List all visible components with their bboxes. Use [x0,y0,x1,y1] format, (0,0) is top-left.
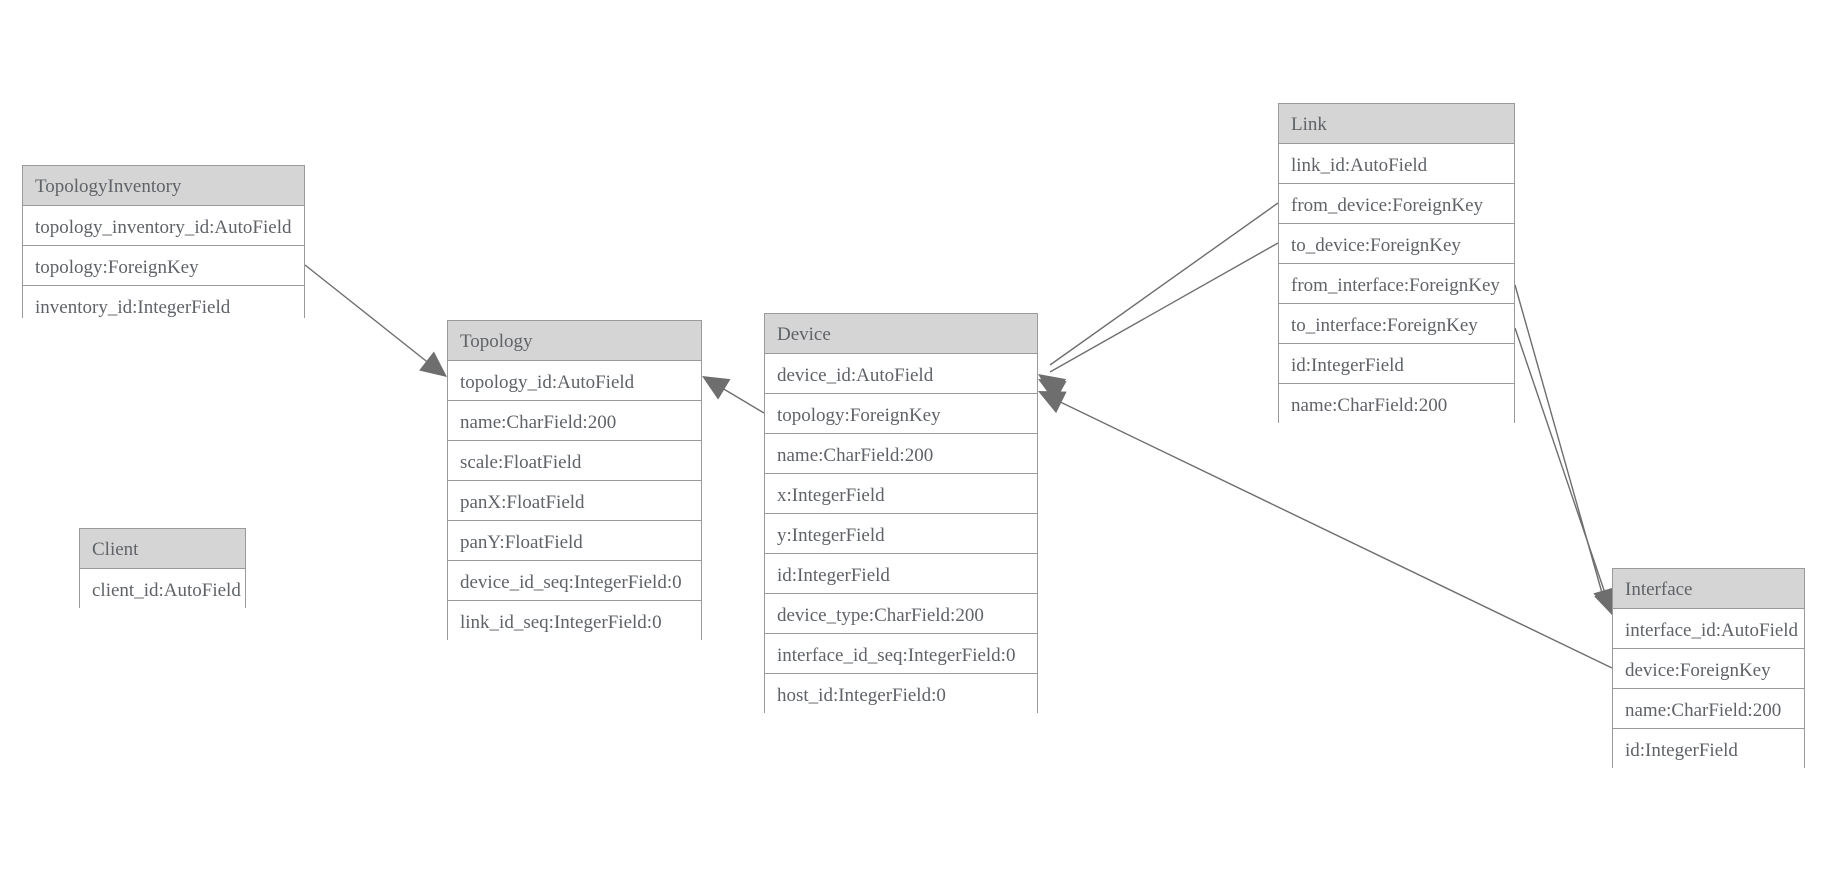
field-row[interactable]: x:IntegerField [765,474,1037,514]
field-row[interactable]: link_id_seq:IntegerField:0 [448,601,701,641]
field-row[interactable]: name:CharField:200 [1613,689,1804,729]
relation-link-to-interface-to-interface [1514,327,1617,617]
relation-topologyinventory-to-topology [304,264,447,377]
entity-title-link: Link [1279,104,1514,144]
field-row[interactable]: scale:FloatField [448,441,701,481]
field-row[interactable]: client_id:AutoField [80,569,245,609]
field-row[interactable]: device_id_seq:IntegerField:0 [448,561,701,601]
field-row[interactable]: to_device:ForeignKey [1279,224,1514,264]
field-row[interactable]: id:IntegerField [1279,344,1514,384]
field-row[interactable]: device:ForeignKey [1613,649,1804,689]
relation-line [1051,397,1613,669]
field-row[interactable]: from_device:ForeignKey [1279,184,1514,224]
entity-title-interface: Interface [1613,569,1804,609]
relation-link-to-device-to-device [1038,242,1279,403]
field-row[interactable]: panY:FloatField [448,521,701,561]
field-row[interactable]: topology:ForeignKey [765,394,1037,434]
relation-line [711,381,765,414]
field-row[interactable]: name:CharField:200 [1279,384,1514,424]
field-row[interactable]: from_interface:ForeignKey [1279,264,1514,304]
field-row[interactable]: name:CharField:200 [765,434,1037,474]
field-row[interactable]: name:CharField:200 [448,401,701,441]
field-row[interactable]: device_type:CharField:200 [765,594,1037,634]
entity-title-topology: Topology [448,321,701,361]
relation-line [1514,327,1609,603]
entity-title-topology-inventory: TopologyInventory [23,166,304,206]
relation-line [1049,242,1279,373]
field-row[interactable]: host_id:IntegerField:0 [765,674,1037,714]
field-row[interactable]: to_interface:ForeignKey [1279,304,1514,344]
relation-line [304,264,441,373]
field-row[interactable]: id:IntegerField [1613,729,1804,769]
field-row[interactable]: interface_id_seq:IntegerField:0 [765,634,1037,674]
field-row[interactable]: topology:ForeignKey [23,246,304,286]
field-row[interactable]: inventory_id:IntegerField [23,286,304,326]
field-row[interactable]: id:IntegerField [765,554,1037,594]
relation-link-from-device-to-device [1038,202,1279,399]
relation-line [1514,284,1605,601]
relation-line [1049,202,1279,366]
field-row[interactable]: device_id:AutoField [765,354,1037,394]
field-row[interactable]: y:IntegerField [765,514,1037,554]
relation-link-from-interface-to-interface [1514,284,1617,615]
entity-title-device: Device [765,314,1037,354]
field-row[interactable]: topology_inventory_id:AutoField [23,206,304,246]
entity-title-client: Client [80,529,245,569]
relation-device-to-topology [702,376,765,414]
field-row[interactable]: interface_id:AutoField [1613,609,1804,649]
field-row[interactable]: topology_id:AutoField [448,361,701,401]
entity-fields-client: client_id:AutoField [80,569,245,609]
field-row[interactable]: panX:FloatField [448,481,701,521]
field-row[interactable]: link_id:AutoField [1279,144,1514,184]
